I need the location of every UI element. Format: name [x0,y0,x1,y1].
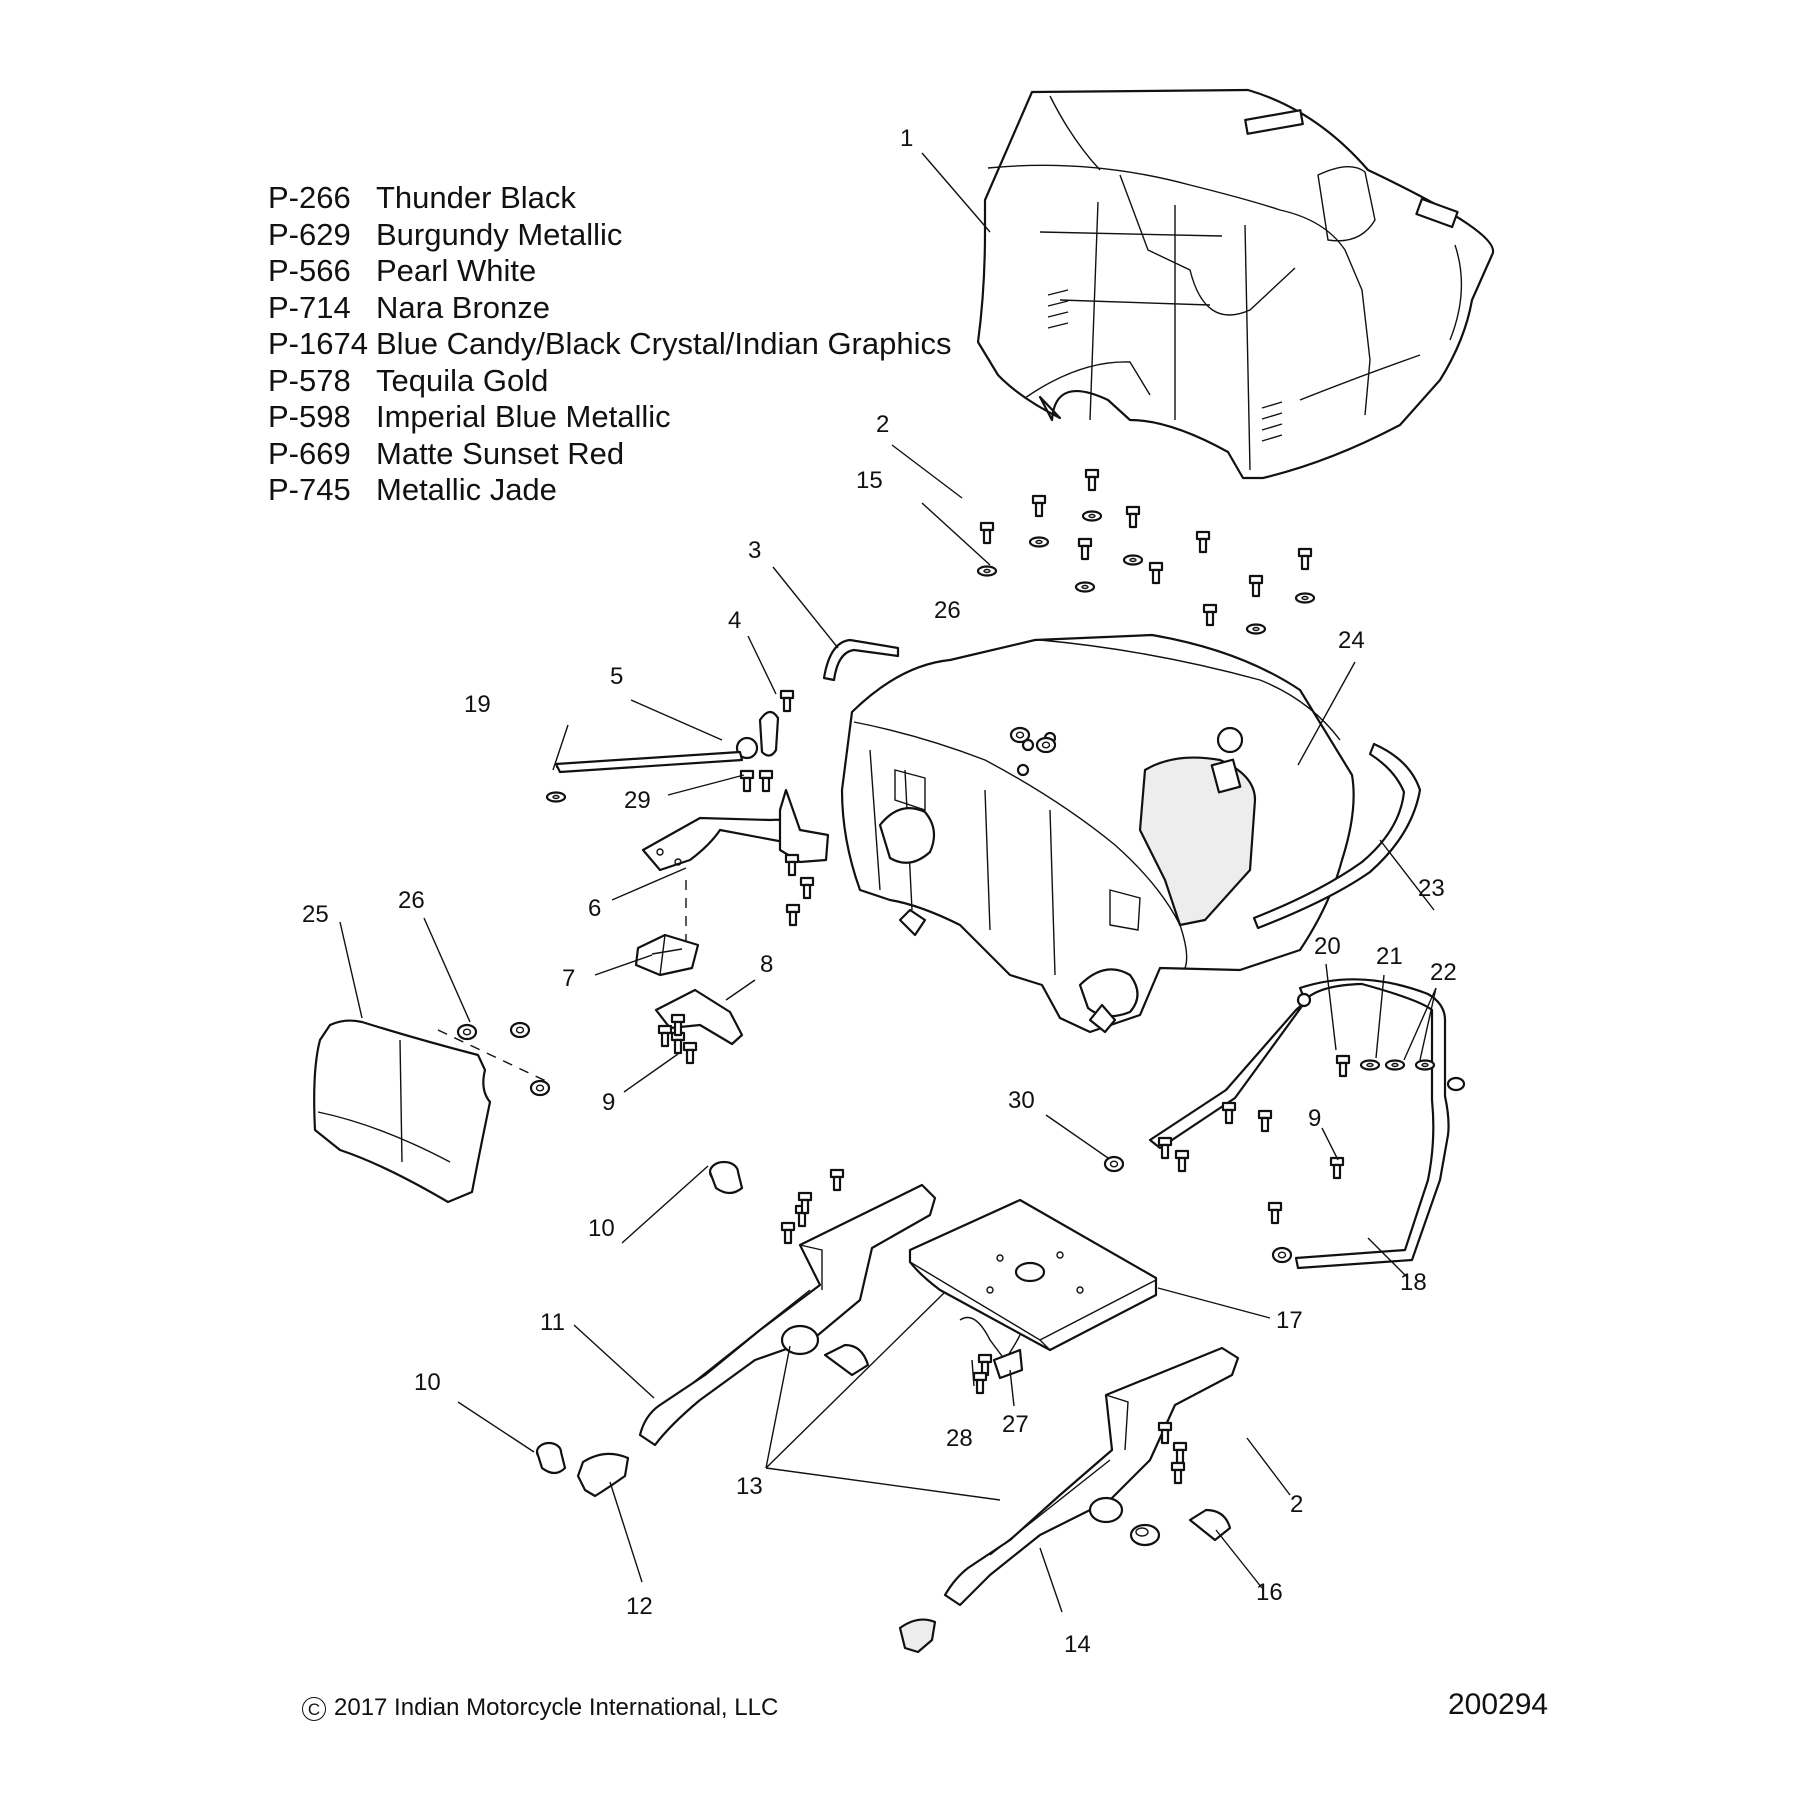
callout-26: 26 [934,597,961,624]
callout-20: 20 [1314,933,1341,960]
callout-27: 27 [1002,1411,1029,1438]
callout-labels: 1 2 15 3 4 5 19 29 26 24 6 7 8 9 25 26 2… [302,125,1457,1658]
callout-10: 10 [414,1369,441,1396]
figure-number: 200294 [1448,1688,1549,1721]
lid-stay-assembly [545,689,795,803]
trunk-insert [313,1019,549,1204]
callout-19: 19 [464,691,491,718]
callout-28: 28 [946,1425,973,1452]
callout-23: 23 [1418,875,1445,902]
color-option: P-714 Nara Bronze [268,290,951,327]
callout-22: 22 [1430,959,1457,986]
callout-1: 1 [900,125,913,152]
callout-9: 9 [602,1089,615,1116]
callout-4: 4 [728,607,741,634]
callout-5: 5 [610,663,623,690]
mounting-bolts-and-washers [976,468,1316,663]
callout-11: 11 [540,1309,565,1336]
copyright-text: 2017 Indian Motorcycle International, LL… [334,1694,779,1721]
callout-7: 7 [562,965,575,992]
color-option: P-566 Pearl White [268,253,951,290]
wire-clip [959,1316,1024,1395]
hinge-plate [654,988,744,1065]
color-name: Matte Sunset Red [376,435,625,471]
rack-rail [1148,978,1466,1270]
bushing [535,1160,1161,1547]
callout-24: 24 [1338,627,1365,654]
callout-2: 2 [876,411,889,438]
left-side-bracket [638,1168,937,1447]
trunk-lid [976,88,1495,480]
callout-18: 18 [1400,1269,1427,1296]
color-name: Imperial Blue Metallic [376,399,671,434]
callout-8: 8 [760,951,773,978]
color-code: P-629 [268,216,351,252]
color-option: P-629 Burgundy Metallic [268,217,951,254]
color-option: P-669 Matte Sunset Red [268,436,951,473]
callout-6: 6 [588,895,601,922]
color-name: Tequila Gold [376,362,549,398]
callout-2: 2 [1290,1491,1303,1518]
wheel-mount [1188,1508,1232,1542]
hinge-bracket [641,788,830,960]
callout-30: 30 [1008,1087,1035,1114]
callout-13: 13 [736,1473,763,1500]
callout-3: 3 [748,537,761,564]
color-option: P-578 Tequila Gold [268,363,951,400]
color-code: P-745 [268,472,351,507]
callout-14: 14 [1064,1631,1091,1658]
color-option: P-745 Metallic Jade [268,472,951,509]
callout-10: 10 [588,1215,615,1242]
hinge [634,933,700,977]
callout-25: 25 [302,901,329,928]
leader-lines [339,152,1437,1613]
copyright-symbol: C [302,1697,326,1721]
callout-9: 9 [1308,1105,1321,1132]
color-name: Thunder Black [376,180,576,215]
right-side-bracket [943,1346,1240,1607]
color-option: P-266 Thunder Black [268,180,951,217]
mounting-plate [908,1198,1158,1352]
copyright-notice: C 2017 Indian Motorcycle International, L… [302,1694,778,1722]
color-name: Burgundy Metallic [376,216,623,252]
callout-26: 26 [398,887,425,914]
color-code: P-669 [268,435,351,471]
color-name: Blue Candy/Black Crystal/Indian Graphics [376,326,952,361]
callout-12: 12 [626,1593,653,1620]
color-code: P-266 [268,180,351,215]
trunk-base [840,633,1355,1034]
color-code: P-578 [268,362,351,398]
color-name: Metallic Jade [376,472,557,507]
trim-strip [1252,742,1422,930]
latch-rod [822,638,900,682]
rubber-boot [576,1452,937,1654]
callout-16: 16 [1256,1579,1283,1606]
color-option: P-598 Imperial Blue Metallic [268,399,951,436]
color-code: P-566 [268,253,351,288]
paint-color-list: P-266 Thunder Black P-629 Burgundy Metalli… [268,180,951,509]
color-name: Nara Bronze [376,289,551,325]
callout-29: 29 [624,787,651,814]
callout-21: 21 [1376,943,1403,970]
color-name: Pearl White [376,253,537,288]
color-code: P-714 [268,289,351,325]
callout-17: 17 [1276,1307,1303,1334]
callout-15: 15 [856,467,883,494]
color-code: P-1674 [268,326,368,361]
color-code: P-598 [268,399,351,434]
